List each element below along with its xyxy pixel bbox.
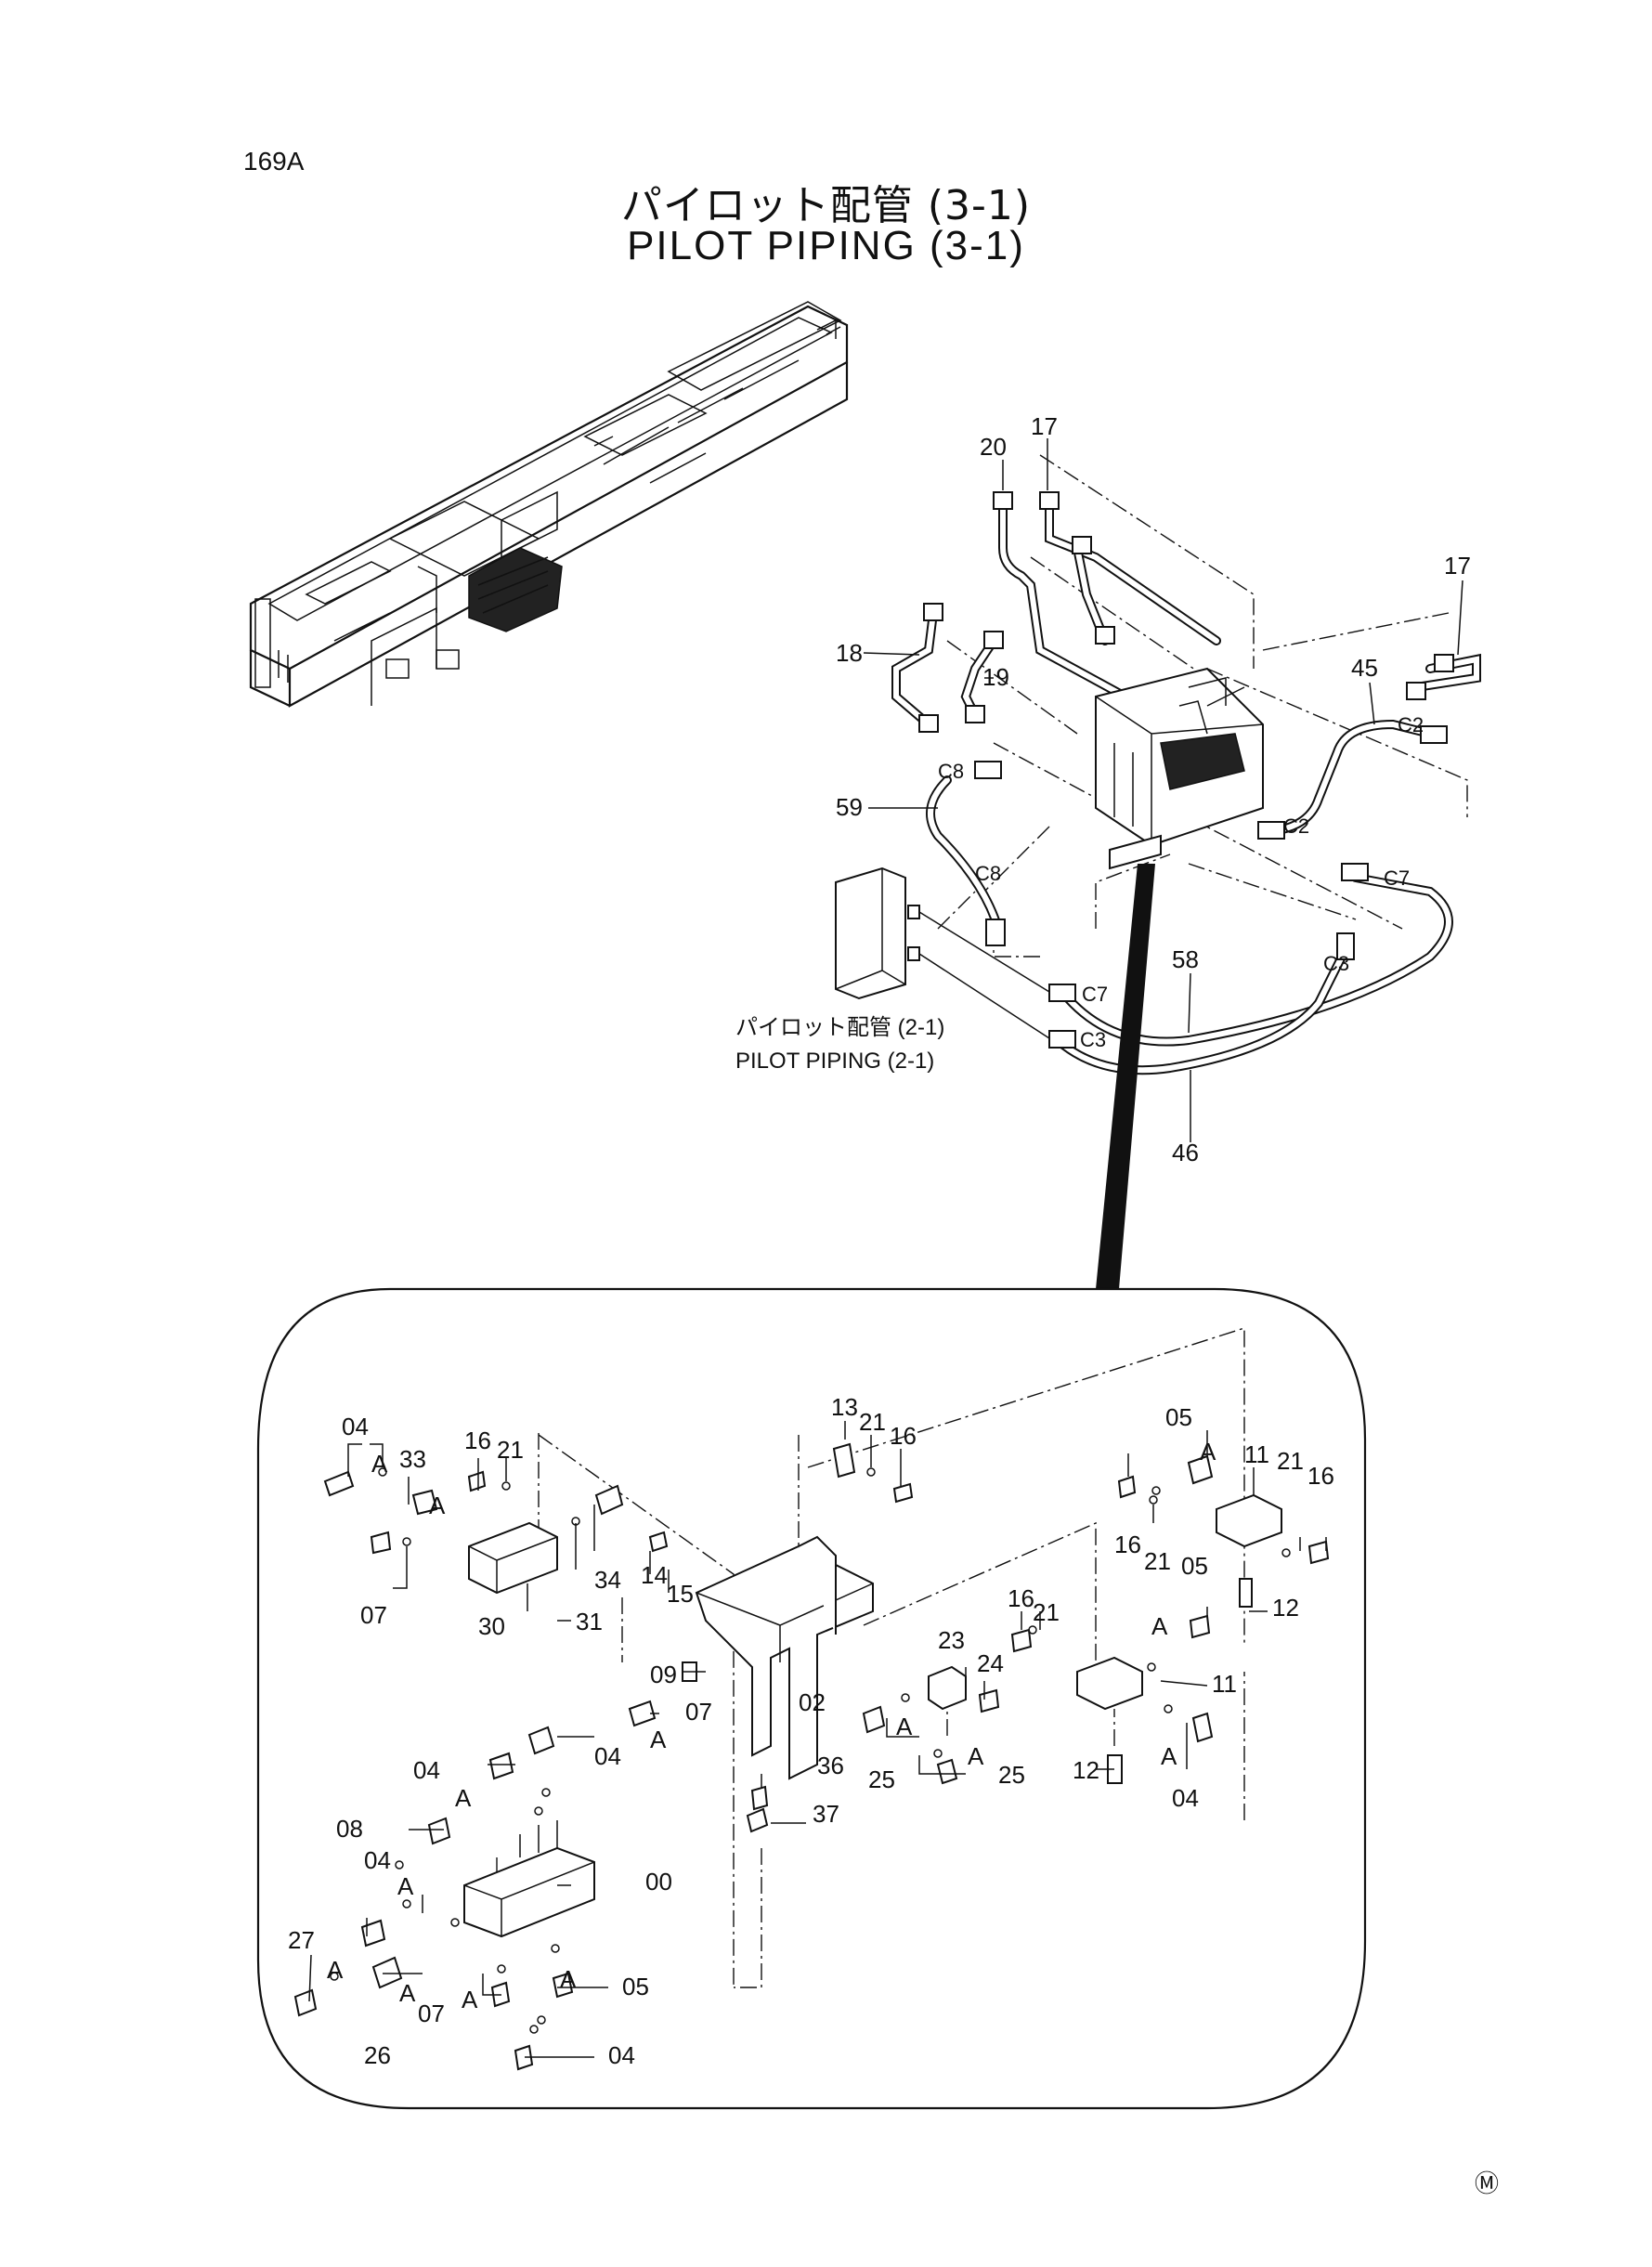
detail-label: 16: [1307, 1462, 1334, 1490]
detail-label: 00: [645, 1868, 672, 1896]
detail-label: 30: [478, 1612, 505, 1640]
pilot-piping-assembly: [835, 454, 1481, 1289]
detail-label: 07: [360, 1601, 387, 1629]
detail-label: A: [650, 1726, 667, 1753]
machine-overview: [249, 301, 849, 708]
detail-label: 13: [831, 1393, 858, 1421]
detail-label: 07: [685, 1698, 712, 1726]
label-17a: 17: [1031, 412, 1058, 440]
detail-label: 04: [594, 1742, 621, 1770]
label-19: 19: [982, 663, 1009, 691]
detail-label: A: [968, 1742, 984, 1770]
port-c2b: C2: [1398, 713, 1424, 736]
detail-label: 25: [868, 1765, 895, 1793]
port-c8a: C8: [938, 760, 964, 783]
detail-label: 26: [364, 2041, 391, 2069]
detail-label: 12: [1272, 1594, 1299, 1622]
label-46: 46: [1172, 1139, 1199, 1166]
detail-label: 02: [799, 1688, 826, 1716]
detail-label: 05: [1181, 1552, 1208, 1580]
title-english: PILOT PIPING (3-1): [627, 223, 1025, 268]
detail-label: 04: [413, 1756, 440, 1784]
reference-english: PILOT PIPING (2-1): [735, 1049, 934, 1074]
detail-label: 16: [1114, 1531, 1141, 1558]
label-45: 45: [1351, 654, 1378, 682]
detail-label: 09: [650, 1661, 677, 1688]
detail-label: 11: [1244, 1440, 1269, 1468]
label-20: 20: [980, 433, 1007, 461]
detail-label: A: [896, 1713, 913, 1740]
detail-part-labels: 04 33 16 21 A A 07 30 31 34 14 15 13 21 …: [288, 1393, 1334, 2069]
port-c3a: C3: [1323, 952, 1349, 975]
detail-label: A: [455, 1784, 472, 1812]
detail-label: 21: [1144, 1547, 1171, 1575]
port-labels: C8 C8 C2 C2 C7 C3 C7 C3: [938, 713, 1424, 1051]
port-c7a: C7: [1384, 866, 1410, 890]
detail-label: A: [371, 1450, 388, 1478]
detail-label: A: [462, 1986, 478, 2013]
detail-label: 05: [622, 1973, 649, 2000]
port-c8b: C8: [975, 862, 1001, 885]
detail-callout: [256, 1287, 1367, 2110]
detail-label: A: [560, 1965, 577, 1993]
detail-label: A: [1151, 1612, 1168, 1640]
detail-label: 14: [641, 1561, 668, 1589]
detail-label: 31: [576, 1608, 603, 1635]
detail-label: A: [1161, 1742, 1177, 1770]
detail-label: A: [397, 1872, 414, 1900]
port-c3b: C3: [1080, 1028, 1106, 1051]
detail-label: 07: [418, 2000, 445, 2027]
detail-label: 23: [938, 1626, 965, 1654]
detail-label: 15: [667, 1580, 694, 1608]
label-17b: 17: [1444, 552, 1471, 580]
detail-label: 37: [813, 1800, 839, 1828]
detail-label: 05: [1165, 1403, 1192, 1431]
detail-label: 36: [817, 1752, 844, 1779]
title-japanese: パイロット配管 (3-1): [620, 182, 1032, 229]
detail-label: 04: [1172, 1784, 1199, 1812]
detail-label: 12: [1073, 1756, 1099, 1784]
detail-label: 33: [399, 1445, 426, 1473]
detail-label: 11: [1212, 1670, 1237, 1698]
port-c7b: C7: [1082, 983, 1108, 1006]
detail-label: 21: [1033, 1598, 1060, 1626]
manufacturer-mark: Ⓜ: [1475, 2169, 1499, 2197]
detail-label: 08: [336, 1815, 363, 1843]
port-c2a: C2: [1283, 814, 1309, 838]
detail-label: 16: [1008, 1584, 1034, 1612]
label-58: 58: [1172, 945, 1199, 973]
page-id: 169A: [243, 147, 305, 176]
detail-label: A: [1200, 1438, 1216, 1466]
upper-part-labels: 20 17 17 18 19 45 59 58 46: [836, 412, 1471, 1166]
detail-label: 16: [464, 1427, 491, 1454]
detail-label: 27: [288, 1926, 315, 1954]
label-59: 59: [836, 793, 863, 821]
detail-label: 04: [364, 1846, 391, 1874]
detail-label: 21: [497, 1436, 524, 1464]
detail-label: 34: [594, 1566, 621, 1594]
detail-label: 04: [608, 2041, 635, 2069]
detail-label: 21: [859, 1408, 886, 1436]
detail-label: A: [327, 1956, 344, 1984]
detail-label: A: [429, 1492, 446, 1519]
label-18: 18: [836, 639, 863, 667]
detail-label: 04: [342, 1413, 369, 1440]
detail-label: A: [399, 1979, 416, 2007]
detail-label: 24: [977, 1649, 1004, 1677]
detail-label: 21: [1277, 1447, 1304, 1475]
reference-japanese: パイロット配管 (2-1): [735, 1015, 944, 1040]
detail-label: 16: [890, 1422, 917, 1450]
detail-label: 25: [998, 1761, 1025, 1789]
